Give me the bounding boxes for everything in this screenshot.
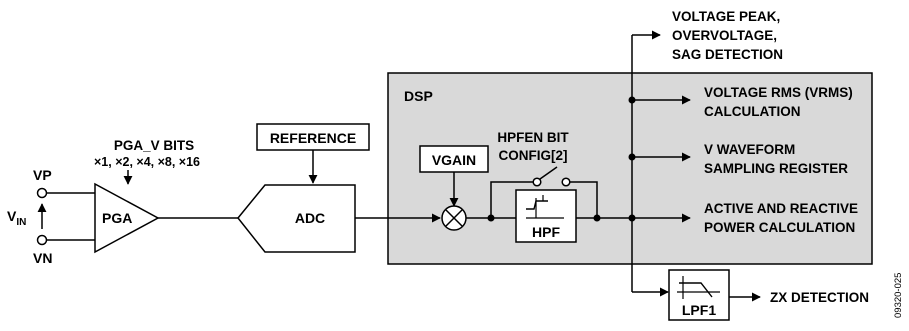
pga-label: PGA: [102, 210, 132, 226]
rms-label-line1: VOLTAGE RMS (VRMS): [704, 85, 853, 100]
reference-block: [256, 123, 370, 151]
bypass-wire-right: [570, 181, 598, 218]
vin-label: VIN: [7, 208, 26, 228]
rms-label-line2: CALCULATION: [704, 104, 800, 119]
peak-label-line2: OVERVOLTAGE,: [672, 28, 777, 43]
peak-label-line3: SAG DETECTION: [672, 47, 783, 62]
power-label-line1: ACTIVE AND REACTIVE: [704, 201, 858, 216]
vp-label: VP: [33, 167, 52, 183]
hpf-block: [515, 189, 577, 243]
hpfen-bit-label: HPFEN BIT: [497, 130, 569, 145]
multiplier-symbol: [441, 205, 467, 231]
lpf1-label: LPF1: [682, 302, 716, 318]
hpf-output-junction: [593, 214, 601, 222]
vp-terminal: [36, 187, 48, 199]
hpfen-switch: [539, 166, 558, 180]
zx-detection-label: ZX DETECTION: [770, 290, 869, 305]
pga-bits-title: PGA_V BITS: [114, 138, 194, 153]
peak-label-line1: VOLTAGE PEAK,: [672, 9, 780, 24]
lowpass-response-icon: [677, 276, 720, 299]
vn-label: VN: [33, 250, 52, 266]
waveform-label-line2: SAMPLING REGISTER: [704, 161, 848, 176]
lpf1-block: [668, 269, 730, 321]
power-label-line2: POWER CALCULATION: [704, 220, 855, 235]
vn-terminal: [36, 234, 48, 246]
switch-contact-left: [532, 177, 542, 187]
hpf-label: HPF: [532, 224, 560, 240]
switch-contact-right: [561, 177, 571, 187]
vgain-label: VGAIN: [432, 152, 476, 168]
pga-gain-options: ×1, ×2, ×4, ×8, ×16: [94, 155, 200, 169]
reference-label: REFERENCE: [270, 130, 356, 146]
highpass-response-icon: [526, 195, 564, 219]
figure-id: 09320-025: [893, 273, 904, 318]
pga-amplifier: [94, 182, 160, 254]
waveform-label-line1: V WAVEFORM: [704, 142, 795, 157]
dsp-label: DSP: [404, 88, 433, 104]
bypass-wire-left: [490, 181, 533, 218]
hpfen-config-label: CONFIG[2]: [499, 148, 568, 163]
adc-label: ADC: [295, 210, 325, 226]
